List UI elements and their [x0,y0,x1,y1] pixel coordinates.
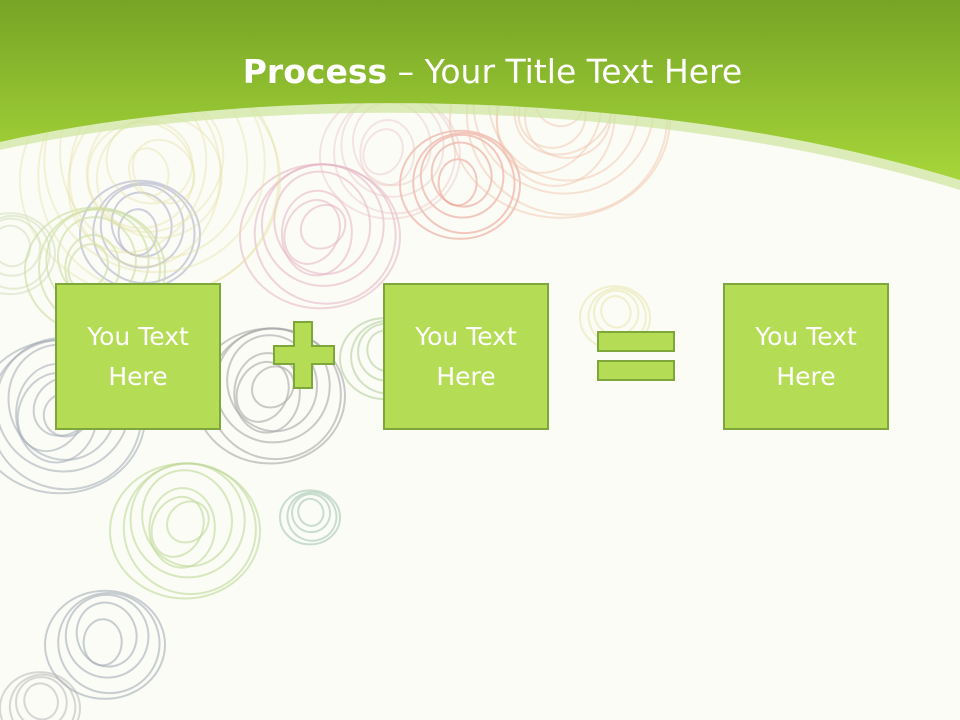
decorative-circle [129,462,246,579]
decorative-circle [253,163,397,305]
decorative-circle [273,170,372,276]
decorative-circle [593,289,640,336]
decorative-circle [299,203,347,250]
decorative-circle [23,682,59,720]
decorative-circle [251,365,295,409]
decorative-circle [141,469,233,568]
decorative-circle [359,119,416,187]
decorative-circle [399,129,521,240]
decorative-circle [279,489,341,546]
decorative-circle [437,158,478,207]
decorative-circle [226,334,318,433]
text-box-3-label: You Text Here [755,321,857,391]
decorative-circle [0,217,42,277]
decorative-circle [280,189,353,277]
decorative-circle [283,199,341,265]
decorative-circle [131,138,196,205]
decorative-circle [291,493,332,534]
text-box-2[interactable]: You Text Here [383,283,549,430]
decorative-circle [412,131,516,235]
decorative-circle [99,183,185,269]
decorative-circle [0,671,81,720]
decorative-circle [105,119,194,205]
decorative-circle [15,676,68,720]
plus-icon [273,321,335,389]
header-band [0,0,960,180]
text-box-1[interactable]: You Text Here [55,283,221,430]
decorative-circle [75,601,138,668]
decorative-circle [233,352,301,434]
slide-title: Process – Your Title Text Here [0,52,960,91]
equals-icon [597,331,675,381]
decorative-circle [286,491,338,542]
decorative-circle [110,191,173,258]
decorative-circle [44,589,166,700]
text-box-3[interactable]: You Text Here [723,283,889,430]
decorative-circle [117,208,158,257]
decorative-circle [166,500,210,544]
decorative-circle [0,214,51,290]
decorative-circle [297,497,325,527]
decorative-circle [148,487,216,569]
decorative-circle [0,224,32,268]
decorative-circle [57,591,161,695]
decorative-circle [64,593,150,679]
decorative-circle [82,618,123,667]
decorative-circle [260,163,385,287]
title-dash: – [387,52,425,91]
decorative-circle [419,133,505,219]
decorative-circle [92,181,196,285]
decorative-circle [150,495,205,558]
decorative-circle [0,212,56,296]
decorative-circle [122,462,257,596]
decorative-circle [430,141,493,208]
decorative-circle [362,128,404,176]
title-bold: Process [242,52,388,91]
title-text: Your Title Text Here [424,52,743,91]
text-box-1-label: You Text Here [87,321,189,391]
text-box-2-label: You Text Here [415,321,517,391]
decorative-circle [128,147,170,197]
decorative-circle [600,295,632,329]
